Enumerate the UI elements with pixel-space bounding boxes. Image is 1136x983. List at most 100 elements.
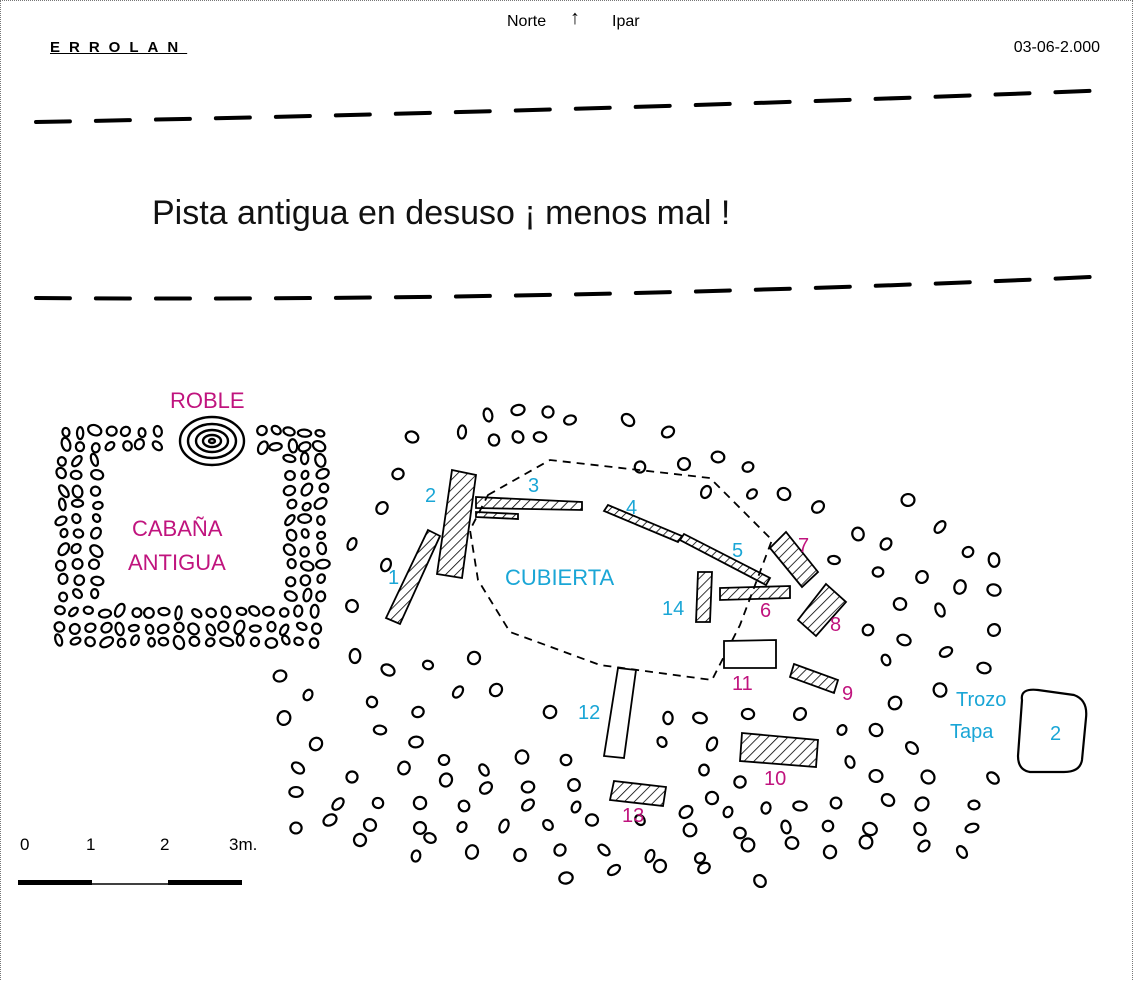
hut-stone [297,513,313,524]
hut-stone [54,605,66,616]
hut-stone [137,427,147,439]
hut-stone [316,541,328,556]
hut-stone [299,560,315,572]
hut-stone [56,456,67,467]
hut-stone [315,530,327,540]
tumulus-stone [704,790,720,806]
tumulus-stone [676,456,692,472]
hut-stone-wall [53,423,331,651]
hut-stone [57,572,69,585]
hut-stone [157,636,170,647]
slab-number-3: 3 [528,475,539,497]
tumulus-stone [308,736,324,752]
tumulus-stone [563,414,577,426]
tumulus-stone [964,822,980,834]
tumulus-stone [464,844,480,860]
scale-tick-3: 3m. [229,835,258,854]
tumulus-stone [917,839,931,853]
slab-number-6: 6 [760,600,771,622]
road-edge-lower [34,274,1114,301]
tumulus-stone [792,706,808,722]
tumulus-stone [457,799,471,813]
tumulus-stone [397,760,411,776]
hut-stone [315,590,327,603]
tumulus-stone [521,798,535,812]
slab-14 [695,571,713,623]
tumulus-stone [933,520,947,534]
tumulus-stone [620,412,636,428]
slab-number-10: 10 [764,768,786,790]
hut-stone [299,546,310,558]
hut-stone [283,590,298,602]
tumulus-stone [511,430,525,444]
hut-stone [59,527,69,539]
tumulus-stone [938,646,954,658]
scale-segment-1 [18,880,92,885]
hut-stone [151,440,164,452]
hut-stone [217,620,230,633]
hut-stone [74,441,86,453]
slab-9 [788,662,840,695]
hut-stone [71,558,84,570]
hut-stone [70,498,85,508]
hut-stone [105,425,118,437]
hut-stone [114,621,125,637]
hut-stone [256,440,269,456]
tumulus-stone [698,763,710,777]
hut-stone [113,602,126,618]
hut-stone [204,637,216,648]
hut-stone [300,469,310,481]
slab-number-2: 2 [425,485,436,507]
hut-stone [309,603,320,619]
tumulus-stone [810,500,826,514]
tumulus-stone [584,813,600,827]
tumulus-stone [487,433,501,447]
hut-stone [55,466,67,480]
hut-stone [285,576,297,588]
tumulus-stone [953,579,967,595]
hut-stone [58,591,69,603]
tumulus-stone [932,682,948,698]
tumulus-stone [913,821,927,837]
hut-stone [72,588,84,600]
tumulus-stone [456,424,468,440]
tumulus-stone [780,819,792,835]
tumulus-stone [597,843,611,857]
tumulus-stone [542,704,558,720]
tumulus-stone [652,858,668,874]
tumulus-stone [660,425,676,439]
hut-stone [89,485,102,497]
tumulus-stone [987,552,1001,568]
hut-stone [248,624,262,633]
hut-stone [318,482,330,494]
lid-label-line2: Tapa [950,721,994,743]
tumulus-stone [559,753,573,767]
hut-stone [89,452,100,467]
tumulus-stone [821,819,835,833]
tumulus-stone [322,813,338,827]
hut-stone [91,513,102,523]
site-name: ERROLAN [50,39,188,56]
tumulus-stone [868,768,884,784]
hut-stone [220,605,232,619]
tumulus-stone [871,566,885,578]
tumulus-stone [827,554,841,566]
hut-stone [71,454,83,468]
scale-tick-1: 1 [86,835,96,854]
tumulus-stone [662,710,674,726]
tumulus-stone [513,847,527,863]
hut-stone [57,484,70,499]
hut-stone [300,528,310,539]
slab-7 [768,530,820,589]
hut-stone [71,513,82,525]
tumulus-stone [879,537,893,551]
lid-number: 2 [1050,723,1061,745]
hut-stone [90,587,100,600]
hut-stone [90,575,105,587]
hut-stone [87,558,101,571]
tumulus-stone [693,852,707,864]
hut-stone [73,574,86,587]
tumulus-stone [776,486,792,502]
hut-stone [300,482,314,497]
hut-stone [70,542,82,555]
